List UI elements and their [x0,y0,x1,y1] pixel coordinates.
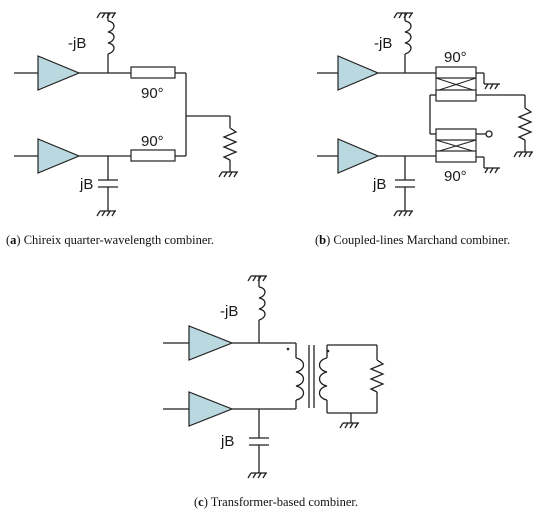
inductor-label-b: -jB [374,35,392,52]
coupling-cross-top-b [435,77,477,92]
capacitor-b [393,156,415,217]
open-port-b [485,130,493,138]
secondary-winding-c [318,344,377,414]
coupling-cross-bottom-b [435,139,477,153]
amplifier-top-a [14,55,81,91]
caption-a: (a) Chireix quarter-wavelength combiner. [6,233,215,247]
load-resistor-a [186,115,238,178]
transmission-line-bottom-a [130,149,176,162]
ground-bottom-b [483,157,500,174]
caption-a-text: Chireix quarter-wavelength combiner. [23,233,215,247]
inductor-label-c: -jB [220,303,238,320]
line-label-bottom-b: 90° [444,168,467,185]
capacitor-label-a: jB [79,176,93,193]
inductor-label-a: -jB [68,35,86,52]
panel-b-marchand-circuit: -jB 90° [317,12,533,217]
caption-b: (b) Coupled-lines Marchand combiner. [315,233,511,247]
caption-b-tag: b [319,233,327,247]
coupled-line-top-2-b [435,89,477,102]
primary-winding-c [286,343,305,409]
line-label-bottom-a: 90° [141,133,164,150]
amplifier-bottom-b [317,138,380,174]
capacitor-c [247,409,269,479]
caption-a-tag: a [10,233,17,247]
panel-c-transformer-circuit: -jB [163,275,385,479]
caption-c-tag: c [198,495,204,509]
capacitor-a [96,156,118,217]
load-resistor-b [513,95,533,158]
inductor-a [96,12,116,73]
caption-b-text: Coupled-lines Marchand combiner. [333,233,511,247]
load-resistor-c [369,345,385,413]
inductor-b [393,12,413,73]
ground-top-b [483,73,500,90]
panel-a-chireix-circuit: -jB 90° 90° [14,12,238,217]
caption-c: (c) Transformer-based combiner. [194,495,358,509]
coupled-line-bottom-1-b [435,128,477,141]
capacitor-label-c: jB [220,433,234,450]
inductor-c [247,275,267,343]
transformer-core-c [308,345,315,408]
caption-c-text: Transformer-based combiner. [210,495,358,509]
coupled-line-bottom-2-b [435,150,477,163]
coupled-line-top-1-b [435,66,477,79]
amplifier-top-c [163,325,234,361]
line-label-top-b: 90° [444,49,467,66]
ground-c [339,413,359,429]
amplifier-bottom-a [14,138,81,174]
transmission-line-top-a [130,66,176,79]
line-label-top-a: 90° [141,85,164,102]
capacitor-label-b: jB [372,176,386,193]
amplifier-top-b [317,55,380,91]
amplifier-bottom-c [163,391,234,427]
